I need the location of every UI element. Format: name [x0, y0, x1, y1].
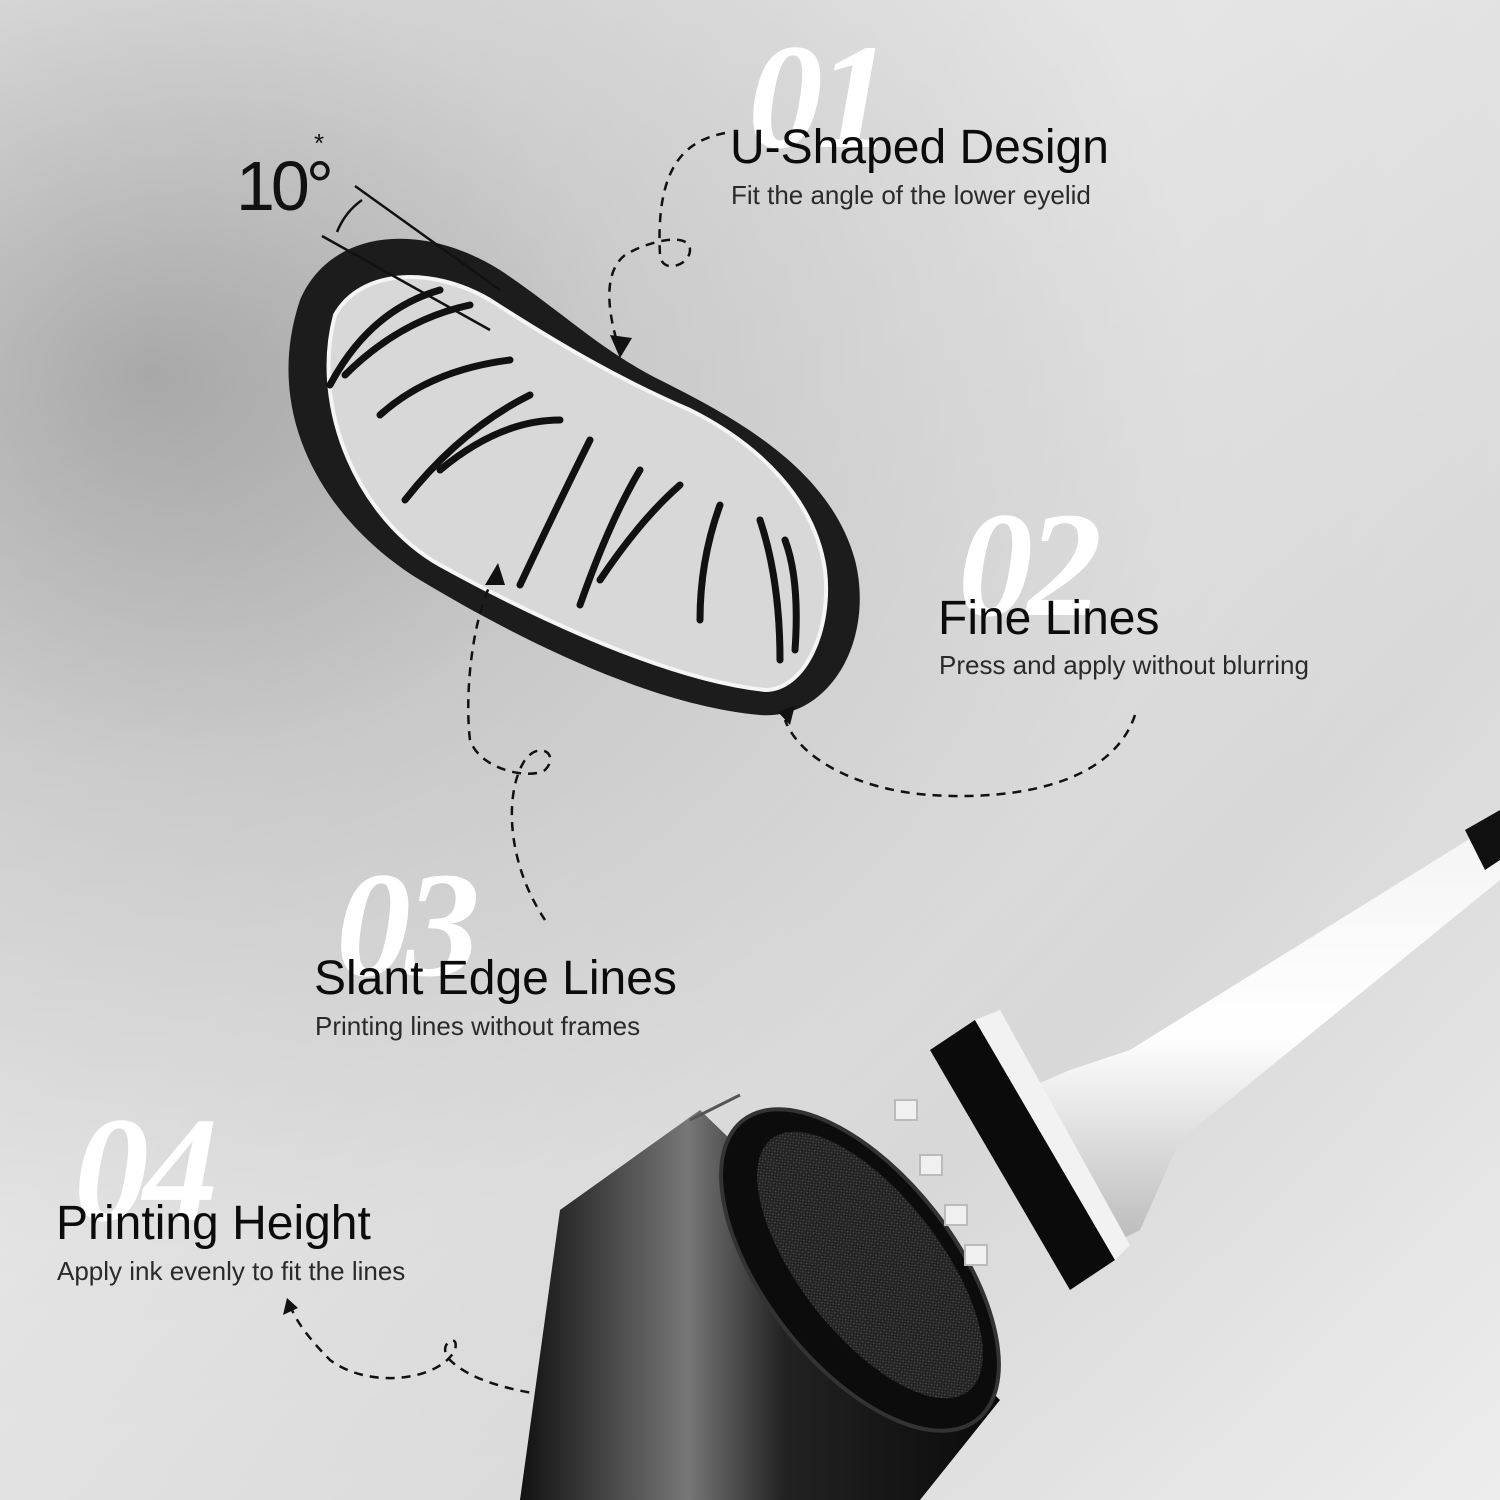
feature-number-01: 01 [748, 14, 892, 180]
feature-number-03: 03 [336, 842, 480, 1008]
ink-jar-icon [520, 1093, 1001, 1500]
feature-title-01: U-Shaped Design [730, 121, 1109, 174]
feature-number-02: 02 [958, 482, 1102, 648]
arrow-heads [283, 335, 795, 1315]
feature-number-04: 04 [74, 1087, 218, 1253]
angle-value: 10° [236, 147, 334, 225]
feature-title-03: Slant Edge Lines [314, 952, 677, 1005]
feature-subtitle-01: Fit the angle of the lower eyelid [731, 180, 1091, 210]
feature-subtitle-04: Apply ink evenly to fit the lines [57, 1256, 406, 1286]
feature-title-04: Printing Height [56, 1197, 371, 1250]
angle-footnote-mark: * [314, 128, 325, 158]
feature-title-02: Fine Lines [938, 592, 1160, 645]
lash-stamp-icon [288, 238, 860, 716]
stamp-handle-icon [894, 810, 1500, 1290]
dashed-arrows [288, 131, 1137, 1397]
feature-subtitle-02: Press and apply without blurring [939, 650, 1309, 680]
angle-indicator-icon [321, 184, 501, 332]
feature-subtitle-03: Printing lines without frames [315, 1011, 641, 1041]
